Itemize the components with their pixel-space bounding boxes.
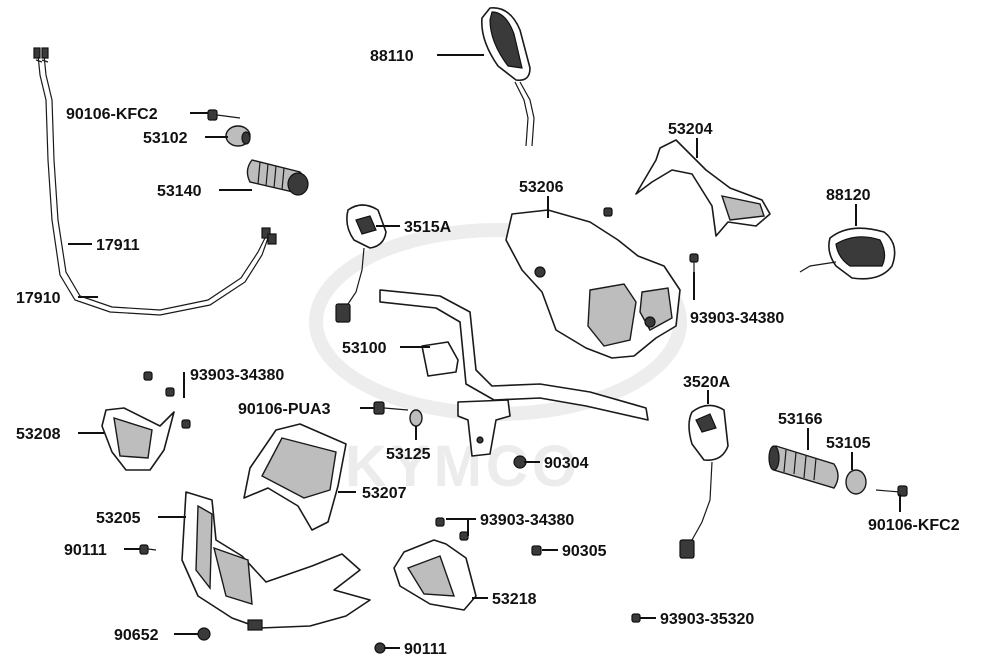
label-53140: 53140	[157, 183, 202, 200]
screw-90111-bottom	[374, 642, 386, 654]
screw-93903-center	[435, 517, 469, 541]
label-53100: 53100	[342, 340, 387, 357]
label-17911: 17911	[96, 237, 140, 254]
label-53205: 53205	[96, 510, 141, 527]
label-90106-kfc2-left: 90106-KFC2	[66, 106, 158, 123]
screw-kfc2-right	[875, 485, 908, 497]
part-labels: 88110 90106-KFC2 53102 53140 17911 17910…	[16, 48, 960, 658]
handle-rear-cover	[635, 139, 771, 237]
label-53207: 53207	[362, 485, 407, 502]
label-93903-34380-left: 93903-34380	[190, 367, 284, 384]
brake-cables	[33, 47, 277, 316]
label-53166: 53166	[778, 411, 823, 428]
clip-90652	[197, 627, 211, 641]
label-53218: 53218	[492, 591, 537, 608]
label-93903-34380-center: 93903-34380	[480, 512, 574, 529]
nut-90305	[531, 545, 542, 556]
label-53125: 53125	[386, 446, 431, 463]
label-90106-kfc2-right: 90106-KFC2	[868, 517, 960, 534]
label-93903-35320: 93903-35320	[660, 611, 754, 628]
mirror-left	[481, 7, 535, 147]
bar-end-weight-right	[845, 469, 867, 495]
watermark-text: KYMCO	[345, 434, 581, 499]
screw-kfc2-left	[207, 109, 241, 121]
screw-93903-upper-right	[603, 207, 699, 272]
label-3515a: 3515A	[404, 219, 452, 236]
label-88110: 88110	[370, 48, 414, 65]
leader-lines	[68, 54, 901, 649]
label-53102: 53102	[143, 130, 188, 147]
label-90106-pua3: 90106-PUA3	[238, 401, 331, 418]
label-53204: 53204	[668, 121, 713, 138]
label-90304: 90304	[544, 455, 589, 472]
mirror-right	[799, 227, 896, 280]
side-cover-left	[101, 407, 175, 471]
throttle-grip	[246, 159, 309, 196]
label-90652: 90652	[114, 627, 159, 644]
handlebar	[379, 289, 649, 457]
side-cover-right	[393, 539, 477, 611]
label-90111-bottom: 90111	[404, 641, 447, 658]
label-3520a: 3520A	[683, 374, 731, 391]
front-lower-cover	[181, 491, 371, 631]
switch-right	[679, 404, 729, 559]
label-53208: 53208	[16, 426, 61, 443]
label-90305: 90305	[562, 543, 607, 560]
grip-right	[768, 445, 839, 489]
switch-left	[335, 204, 387, 323]
bar-end-weight	[225, 125, 251, 147]
label-90111-left: 90111	[64, 542, 107, 559]
screw-90111-left	[139, 544, 157, 555]
handle-front-cover	[505, 209, 681, 359]
label-53105: 53105	[826, 435, 871, 452]
label-93903-34380-upper: 93903-34380	[690, 310, 784, 327]
screw-93903-left	[143, 371, 191, 429]
label-53206: 53206	[519, 179, 564, 196]
windshield	[243, 423, 347, 531]
label-17910: 17910	[16, 290, 61, 307]
collar-53125	[409, 409, 423, 427]
screw-93903-35320	[631, 613, 641, 623]
label-88120: 88120	[826, 187, 871, 204]
